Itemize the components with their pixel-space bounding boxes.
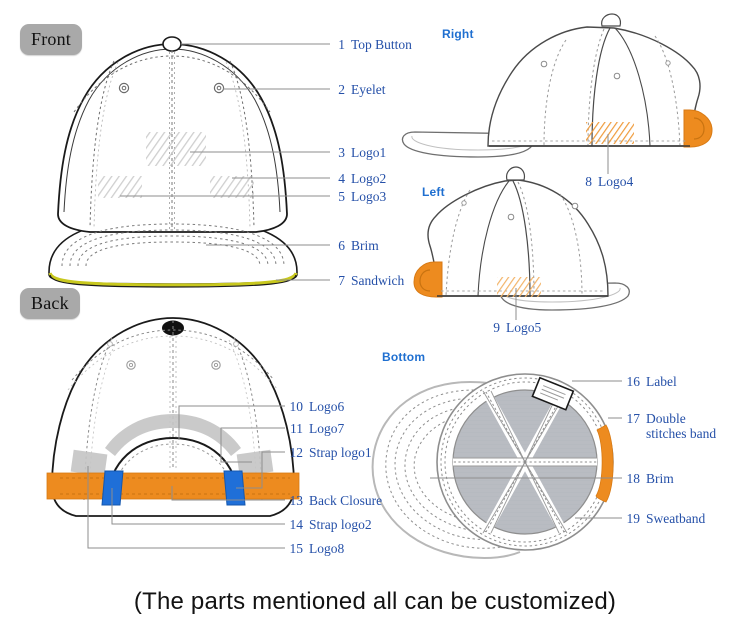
callout-11-logo7: 11 Logo7 (288, 421, 344, 436)
callout-9-number: 9 (493, 320, 500, 335)
right-view-illustration (401, 13, 713, 158)
callout-4-label: Logo2 (351, 171, 387, 186)
callout-19-sweatband: 19 Sweatband (625, 511, 706, 526)
front-logo1-zone (146, 132, 206, 166)
callout-1-top-button: 1 Top Button (330, 37, 412, 52)
callout-17-double-stitches-band: 17 Double stitches band (625, 411, 733, 441)
callout-13-number: 13 (289, 493, 304, 508)
callout-13-label: Back Closure (309, 493, 383, 508)
double-stitches-band (595, 424, 614, 503)
diagram-caption: (The parts mentioned all can be customiz… (133, 588, 617, 615)
callout-15-logo8: 15 Logo8 (288, 541, 345, 556)
callout-12-strap-logo1: 12 Strap logo1 (288, 445, 372, 460)
left-logo5-zone (497, 277, 541, 297)
callout-9-label: Logo5 (506, 320, 542, 335)
right-back-strap (683, 109, 713, 148)
callout-6-number: 6 (338, 238, 345, 253)
callout-10-label: Logo6 (309, 399, 345, 414)
back-logo6-zone (105, 414, 241, 456)
strap-tab-right (223, 470, 246, 506)
callout-17-label-line2: stitches band (646, 426, 717, 441)
front-logo3-zone (98, 176, 142, 198)
callout-16-label: 16 Label (625, 374, 677, 389)
front-logo2-zone (210, 176, 254, 198)
view-badge-back-label: Back (31, 293, 69, 313)
view-caption-bottom: Bottom (382, 350, 426, 364)
callout-6-brim: 6 Brim (330, 238, 379, 253)
left-back-strap (413, 261, 443, 298)
view-caption-left: Left (422, 185, 445, 199)
callout-14-label: Strap logo2 (309, 517, 372, 532)
callout-7-number: 7 (338, 273, 345, 288)
callout-3-number: 3 (338, 145, 345, 160)
callout-11-label: Logo7 (309, 421, 345, 436)
callout-8-logo4: 8 Logo4 (577, 174, 633, 189)
callout-19-label: Sweatband (646, 511, 706, 526)
back-logo7-zone (236, 449, 274, 477)
callout-7-sandwich: 7 Sandwich (330, 273, 404, 288)
callout-4-logo2: 4 Logo2 (330, 171, 386, 186)
callout-12-number: 12 (289, 445, 304, 460)
callout-3-label: Logo1 (351, 145, 387, 160)
callout-16-label-text: Label (646, 374, 677, 389)
callout-5-logo3: 5 Logo3 (330, 189, 386, 204)
callout-16-number: 16 (626, 374, 641, 389)
bottom-label-patch (531, 376, 575, 411)
callout-17-label-line1: Double (646, 411, 686, 426)
callout-19-number: 19 (626, 511, 641, 526)
callout-1-label: Top Button (351, 37, 412, 52)
callout-18-number: 18 (626, 471, 641, 486)
front-cap-illustration (48, 36, 298, 288)
callout-17-number: 17 (626, 411, 641, 426)
leader-lines (87, 43, 622, 549)
back-logo8-zone (70, 449, 108, 477)
callout-7-label: Sandwich (351, 273, 405, 288)
callout-4-number: 4 (338, 171, 345, 186)
callout-5-label: Logo3 (351, 189, 387, 204)
callout-8-label: Logo4 (598, 174, 634, 189)
callout-1-number: 1 (338, 37, 345, 52)
view-badge-front: Front (20, 24, 83, 55)
callout-18-brim: 18 Brim (625, 471, 674, 486)
back-view-illustration (46, 317, 300, 517)
right-logo4-zone (586, 122, 634, 144)
callout-9-logo5: 9 Logo5 (485, 320, 541, 335)
callout-10-number: 10 (289, 399, 304, 414)
callout-5-number: 5 (338, 189, 345, 204)
view-caption-right: Right (442, 27, 474, 41)
callout-18-label: Brim (646, 471, 674, 486)
callout-3-logo1: 3 Logo1 (330, 145, 386, 160)
callout-2-label: Eyelet (351, 82, 386, 97)
view-badge-back: Back (20, 288, 80, 319)
eyelet-right (213, 82, 225, 94)
callout-6-label: Brim (351, 238, 379, 253)
callout-15-label: Logo8 (309, 541, 345, 556)
back-closure-strap (46, 472, 300, 500)
callout-14-number: 14 (289, 517, 304, 532)
callout-2-number: 2 (338, 82, 345, 97)
callout-14-strap-logo2: 14 Strap logo2 (288, 517, 372, 532)
callout-2-eyelet: 2 Eyelet (330, 82, 385, 97)
view-badge-front-label: Front (31, 29, 72, 49)
callout-11-number: 11 (290, 421, 303, 436)
left-view-illustration (413, 166, 630, 311)
eyelet-left (118, 82, 130, 94)
callout-15-number: 15 (289, 541, 304, 556)
callout-12-label: Strap logo1 (309, 445, 372, 460)
callout-10-logo6: 10 Logo6 (288, 399, 345, 414)
callout-8-number: 8 (585, 174, 592, 189)
callout-13-back-closure: 13 Back Closure (288, 493, 383, 508)
bottom-view-illustration (371, 373, 614, 559)
